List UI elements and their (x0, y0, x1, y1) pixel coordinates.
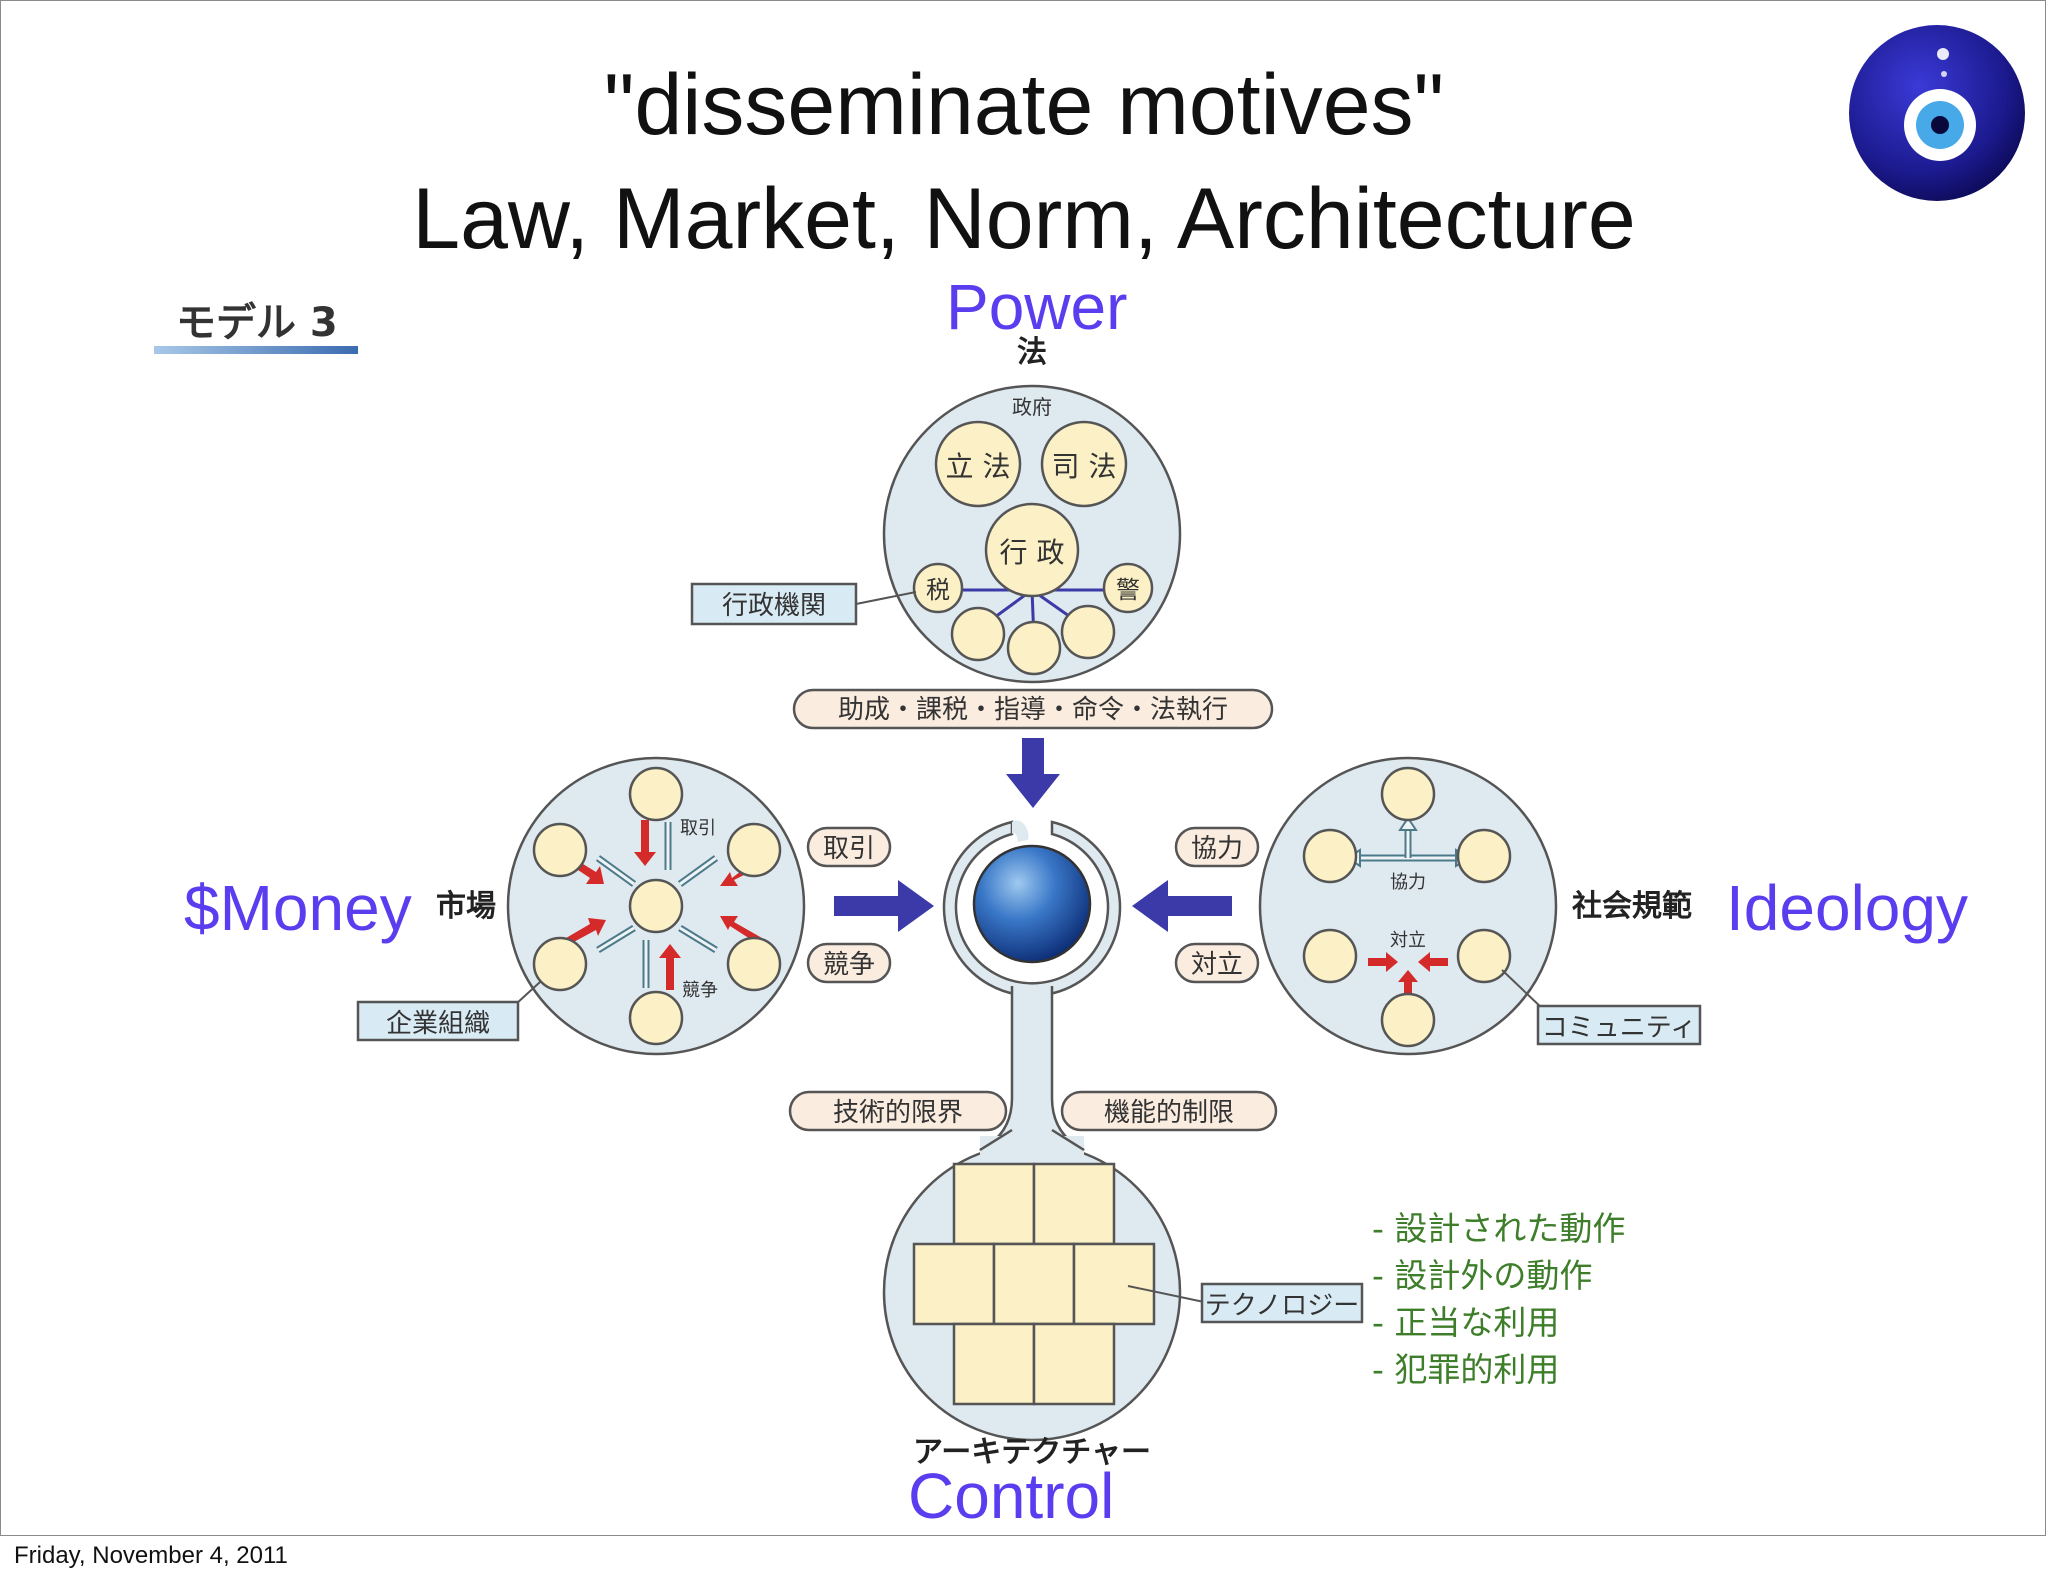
norms-node-lower-right (1456, 928, 1512, 984)
agency-node-3 (1060, 604, 1116, 660)
func-limits-label: 機能的制限 (1104, 1098, 1234, 1128)
police-label: 警 (1116, 576, 1140, 604)
footer-bar (0, 1536, 2048, 1576)
market-center-node (628, 878, 684, 934)
norms-cooperation-pill-label: 協力 (1191, 834, 1243, 864)
police-node (1102, 562, 1154, 614)
market-trade-pill (806, 826, 892, 868)
agencies-leader (855, 591, 917, 605)
architecture-title: アーキテクチャー (913, 1435, 1151, 1470)
law-means-label: 助成・課税・指導・命令・法執行 (838, 695, 1228, 725)
market-arrow (834, 880, 934, 932)
legislature-label: 立 法 (946, 450, 1011, 483)
market-competition-pill (806, 942, 892, 984)
regulation-diagram: モデル 3 法 政府 立 法 司 法 行 政 税 警 行政機関 助成・課税・指導… (154, 300, 1702, 1470)
government-label: 政府 (1012, 395, 1052, 419)
executive-label: 行 政 (1000, 536, 1065, 569)
norms-cooperation-pill (1174, 826, 1260, 868)
law-title: 法 (1017, 335, 1047, 370)
market-title: 市場 (436, 889, 496, 924)
cooperation-label: 協力 (1390, 872, 1426, 893)
judiciary-label: 司 法 (1052, 450, 1117, 483)
norms-conflict-pill-label: 対立 (1191, 950, 1243, 980)
agencies-label: 行政機関 (722, 591, 826, 621)
norms-title: 社会規範 (1572, 889, 1692, 924)
center-sphere (972, 844, 1092, 964)
label-power: Power (946, 271, 1128, 343)
footer-date: Friday, November 4, 2011 (14, 1542, 288, 1569)
market-node-upper-left (532, 822, 588, 878)
architecture-blocks (912, 1162, 1156, 1406)
corporation-tag (356, 1000, 520, 1042)
norms-node-top (1380, 766, 1436, 822)
usage-list: - 設計された動作 - 設計外の動作 - 正当な利用 - 犯罪的利用 (1372, 1205, 1625, 1393)
market-node-top (628, 766, 684, 822)
market-trade-label: 取引 (680, 818, 716, 839)
market-node-bottom (628, 990, 684, 1046)
func-limits-pill (1060, 1090, 1278, 1132)
legislature-node (934, 420, 1022, 508)
usage-item: - 正当な利用 (1372, 1303, 1560, 1342)
center-ring (942, 820, 1122, 997)
label-ideology: Ideology (1726, 872, 1968, 944)
usage-item: - 設計外の動作 (1372, 1256, 1593, 1295)
model-label: モデル 3 (176, 300, 338, 346)
model-underline (154, 346, 358, 354)
conflict-arrows (1368, 952, 1448, 996)
technology-leader (1127, 1285, 1205, 1303)
community-tag (1536, 1004, 1702, 1046)
market-trade-arrows (595, 822, 719, 988)
title-line-1: "disseminate motives" (603, 57, 1445, 153)
community-label: コミュニティ (1542, 1013, 1696, 1043)
agencies-tag (690, 582, 858, 626)
nazar-eye-icon (1849, 25, 2025, 201)
market-node-lower-left (532, 936, 588, 992)
corporation-leader (515, 981, 541, 1005)
executive-node (984, 502, 1080, 598)
norms-conflict-pill (1174, 942, 1260, 984)
corporation-label: 企業組織 (386, 1009, 490, 1039)
market-competition-pill-label: 競争 (823, 950, 875, 980)
judiciary-node (1040, 420, 1128, 508)
technology-tag (1200, 1282, 1364, 1324)
label-control: Control (908, 1460, 1115, 1532)
norms-arrow (1132, 880, 1232, 932)
technology-label: テクノロジー (1205, 1291, 1359, 1321)
title-line-2: Law, Market, Norm, Architecture (412, 171, 1636, 267)
market-node-upper-right (726, 822, 782, 878)
norms-node-upper-right (1456, 828, 1512, 884)
market-competition-label: 競争 (682, 980, 718, 1001)
agency-node-2 (1006, 620, 1062, 676)
norms-node-lower-left (1302, 928, 1358, 984)
agency-node-1 (950, 606, 1006, 662)
usage-item: - 設計された動作 (1372, 1209, 1626, 1248)
law-arrow (1006, 738, 1060, 808)
tech-limits-label: 技術的限界 (833, 1098, 963, 1128)
usage-item: - 犯罪的利用 (1372, 1350, 1560, 1389)
label-money: $Money (184, 872, 412, 944)
norms-node-bottom (1380, 992, 1436, 1048)
tax-label: 税 (926, 576, 950, 604)
community-leader (1501, 969, 1545, 1011)
tax-node (912, 562, 964, 614)
tech-limits-pill (788, 1090, 1008, 1132)
market-trade-pill-label: 取引 (823, 834, 875, 864)
norms-node-upper-left (1302, 828, 1358, 884)
market-node-lower-right (726, 936, 782, 992)
law-means-pill (792, 688, 1274, 730)
conflict-label: 対立 (1390, 930, 1426, 951)
